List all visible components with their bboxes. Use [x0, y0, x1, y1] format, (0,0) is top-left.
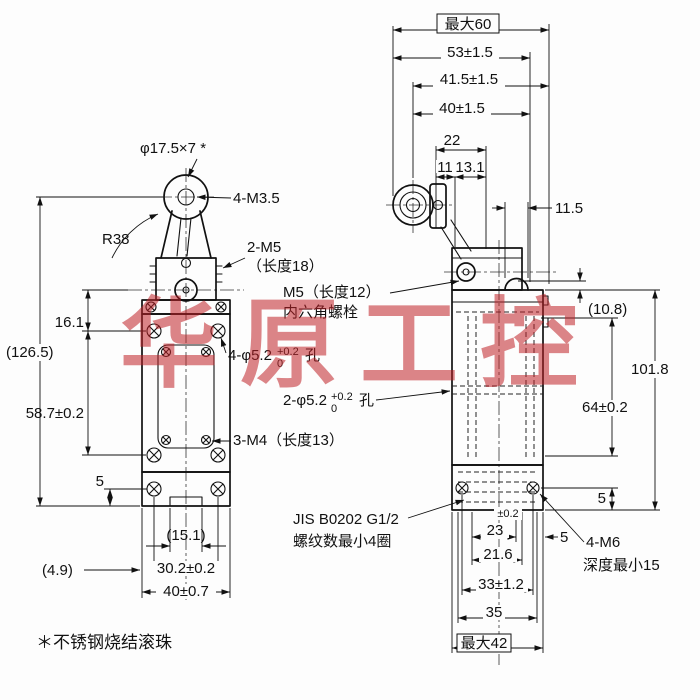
footnote: ＊不锈钢烧结滚珠 [36, 633, 172, 652]
dim-4-hole-suffix: 孔 [305, 347, 320, 364]
dim-5-right: 5 [598, 490, 606, 507]
dim-r38: R38 [102, 231, 130, 248]
dim-4-9: (4.9) [42, 562, 73, 579]
dim-41-5: 41.5±1.5 [440, 71, 498, 88]
dim-13-1: 13.1 [455, 159, 484, 176]
dim-35: 35 [486, 604, 503, 621]
dim-22: 22 [444, 132, 461, 149]
dim-53: 53±1.5 [447, 44, 493, 61]
watermark: 华原工控 [120, 287, 600, 402]
dim-2-hole-tol-bot: 0 [331, 403, 337, 415]
dim-4-m6: 4-M6 [586, 534, 620, 551]
label-jis-thread: JIS B0202 G1/2 [293, 511, 399, 528]
dim-58-7: 58.7±0.2 [26, 405, 84, 422]
mounting-holes [146, 323, 226, 463]
left-view: φ17.5×7 * 4-M3.5 R38 2-M5 （长度18） (126.5)… [2, 140, 344, 600]
dim-10-8: (10.8) [588, 301, 627, 318]
dim-4-m3-5: 4-M3.5 [233, 190, 280, 207]
dim-2-m5-length: （长度18） [247, 258, 324, 275]
dim-40: 40±0.7 [163, 583, 209, 600]
dim-21-6: 21.6 [483, 546, 512, 563]
conduit-flange [451, 464, 544, 511]
dim-2-hole-suffix: 孔 [359, 392, 374, 409]
dim-max-42: 最大42 [461, 635, 508, 652]
dim-2-hole-tol-top: +0.2 [331, 391, 353, 403]
lever-fork [429, 183, 447, 229]
middle-annotations: M5（长度12） 内六角螺栓 2-φ5.2 +0.2 0 孔 JIS B0202… [283, 279, 465, 550]
lever-screw [180, 257, 192, 269]
dim-30-2: 30.2±0.2 [157, 560, 215, 577]
dim-5-left: 5 [96, 473, 104, 490]
label-m5-bolt: M5（长度12） [283, 284, 381, 301]
cover-screws [160, 346, 212, 446]
label-thread-turns: 螺纹数最小4圈 [293, 533, 391, 550]
right-view: 最大60 53±1.5 41.5±1.5 40±1.5 22 11 13.1 1… [386, 13, 678, 665]
dim-3-m4: 3-M4（长度13） [233, 432, 344, 449]
dim-126-5: (126.5) [6, 344, 54, 361]
dim-40-right: 40±1.5 [439, 100, 485, 117]
dim-max-60: 最大60 [445, 16, 492, 33]
dim-15-1: (15.1) [166, 527, 205, 544]
pivot-shaft [174, 278, 198, 302]
dim-4-hole-tol-top: +0.2 [277, 346, 299, 358]
dim-101-8: 101.8 [631, 361, 669, 378]
dim-11-5: 11.5 [555, 200, 583, 217]
dim-16-1: 16.1 [55, 314, 84, 331]
dim-m6-depth: 深度最小15 [583, 557, 660, 574]
pivot-side [456, 262, 476, 282]
head-side [451, 247, 523, 291]
plunger-dome [504, 277, 529, 291]
roller-hole [177, 188, 195, 206]
dim-64: 64±0.2 [582, 399, 628, 416]
dim-roller: φ17.5×7 * [140, 140, 206, 157]
dim-33: 33±1.2 [478, 576, 524, 593]
dim-11: 11 [437, 159, 453, 176]
dim-4-hole-tol-bot: 0 [277, 358, 283, 370]
dim-23-tol: ±0.2 [497, 508, 518, 520]
dim-2-hole: 2-φ5.2 [283, 392, 327, 409]
dim-2-m5: 2-M5 [247, 239, 281, 256]
dim-23: 23 [487, 522, 504, 539]
cover-plate [157, 344, 215, 449]
dim-4-hole: 4-φ5.2 [228, 347, 272, 364]
dim-5-bottom: 5 [560, 529, 568, 546]
label-hex-socket: 内六角螺栓 [283, 304, 358, 321]
